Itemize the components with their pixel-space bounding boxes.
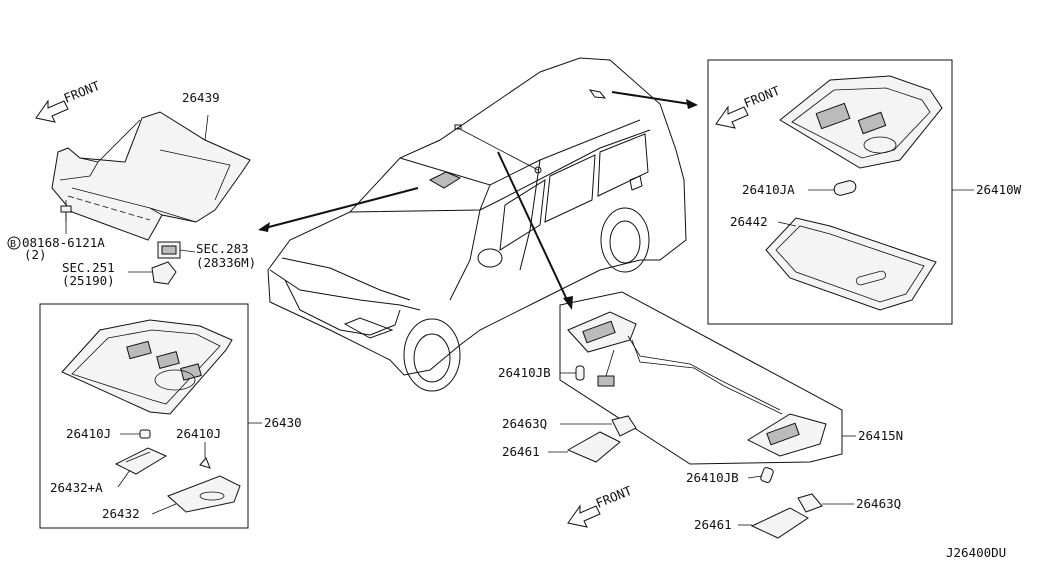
bolt-circle-letter: B: [10, 239, 16, 250]
label-26410ja: 26410JA: [742, 182, 795, 197]
front-label-bottom: FRONT: [594, 483, 635, 511]
label-26430: 26430: [264, 415, 302, 430]
connector-harness-icon: [597, 349, 615, 387]
label-26439: 26439: [182, 90, 220, 105]
label-26432a: 26432+A: [50, 480, 103, 495]
label-26463q-upper: 26463Q: [502, 416, 547, 431]
leader-arrows: [258, 91, 698, 310]
box-26430: [39, 303, 249, 529]
clip-26463q-upper-icon: [611, 415, 637, 437]
label-26410j-right: 26410J: [176, 426, 221, 441]
bolt-icon: [60, 200, 72, 234]
front-indicator-left: FRONT: [35, 78, 103, 123]
connector-sec283-icon: [157, 241, 196, 259]
label-bolt-qty: (2): [24, 247, 47, 262]
label-26415n: 26415N: [858, 428, 903, 443]
label-26410jb-lower: 26410JB: [686, 470, 739, 485]
label-bolt: 08168-6121A: [22, 235, 105, 250]
front-indicator-right: FRONT: [715, 83, 783, 129]
vanity-lamp-left: [567, 311, 637, 353]
bulb-26410j-left-icon: [139, 429, 151, 439]
lens-26432: [167, 475, 241, 513]
front-label-left: FRONT: [62, 78, 103, 106]
map-lamp-housing: [61, 319, 233, 415]
label-26463q-lower: 26463Q: [856, 496, 901, 511]
harness: [627, 335, 781, 411]
bulb-26410j-right-icon: [199, 442, 211, 469]
label-26410j-left: 26410J: [66, 426, 111, 441]
lid-26461-upper: [566, 431, 621, 463]
label-sec251: SEC.251: [62, 260, 115, 275]
label-26432: 26432: [102, 506, 140, 521]
label-26442: 26442: [730, 214, 768, 229]
lens-26442: [765, 217, 937, 311]
bulb-26410jb-upper-icon: [575, 365, 585, 381]
box-26415n: [559, 291, 843, 465]
diagram-id: J26400DU: [946, 545, 1006, 560]
label-sec283: SEC.283: [196, 241, 249, 256]
box-26410w: [707, 59, 953, 325]
front-indicator-bottom: FRONT: [567, 483, 635, 528]
label-sec251-sub: (25190): [62, 273, 115, 288]
label-26410jb-upper: 26410JB: [498, 365, 551, 380]
lid-26461-lower: [750, 507, 809, 539]
connector-sec251-icon: [128, 261, 177, 285]
label-sec283-sub: (28336M): [196, 255, 256, 270]
label-26461-lower: 26461: [694, 517, 732, 532]
label-26410w: 26410W: [976, 182, 1022, 197]
bolt-circle-icon: [7, 236, 21, 250]
vehicle-body: [267, 57, 687, 392]
lens-26432a: [114, 447, 168, 475]
clip-26463q-lower-icon: [797, 493, 823, 513]
bulb-26410jb-lower-icon: [760, 467, 774, 483]
bracket-26439: 26439: [51, 90, 251, 241]
bulb-26410ja-icon: [833, 180, 857, 196]
label-26461-upper: 26461: [502, 444, 540, 459]
vanity-lamp-right: [746, 413, 827, 457]
room-lamp-housing: [779, 75, 943, 169]
front-label-right: FRONT: [742, 83, 783, 111]
